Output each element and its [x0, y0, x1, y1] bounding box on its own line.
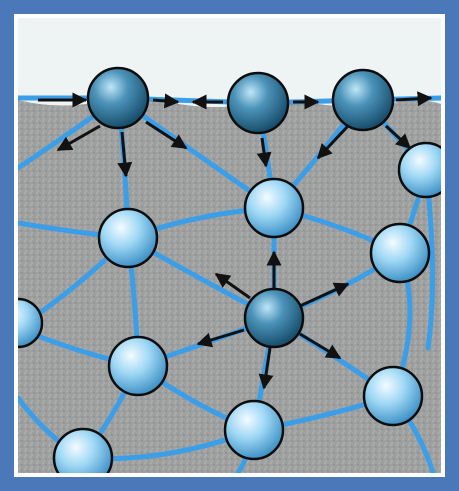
node-bottom-center [223, 399, 285, 461]
arrow [145, 120, 188, 150]
arrow [56, 124, 101, 152]
arrow [299, 282, 350, 308]
arrow [256, 137, 272, 168]
node-left-edge [18, 297, 44, 349]
arrow [196, 328, 245, 348]
node-center-upper [243, 177, 305, 239]
node-bottom-left [52, 427, 114, 473]
node-group [18, 66, 441, 473]
arrow [316, 124, 350, 160]
arrow [299, 332, 342, 360]
arrow [258, 347, 274, 390]
arrow [395, 91, 433, 107]
network-diagram [18, 18, 441, 473]
arrow [117, 131, 133, 178]
image-panel [14, 14, 445, 477]
node-center-hub [243, 287, 305, 349]
arrow [384, 124, 412, 150]
node-lower-left [107, 335, 169, 397]
node-top-left [86, 66, 150, 130]
arrow [214, 272, 251, 300]
node-left-middle [97, 207, 159, 269]
arrow [152, 93, 180, 109]
node-top-right [331, 68, 395, 132]
node-right-edge-top [397, 141, 441, 199]
node-right-middle [369, 222, 431, 284]
node-lower-right [362, 365, 424, 427]
node-top-middle [226, 71, 290, 135]
flow-arrows [38, 91, 433, 390]
